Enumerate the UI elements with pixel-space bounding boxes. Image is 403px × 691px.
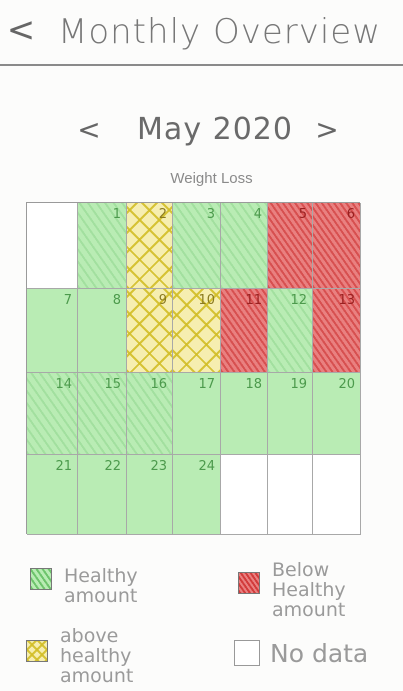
empty-day-cell: [27, 203, 78, 289]
day-number: 22: [104, 459, 121, 474]
empty-day-cell: [313, 455, 361, 535]
day-cell-1[interactable]: 1: [78, 203, 127, 289]
above-swatch: [26, 640, 48, 662]
next-month-button[interactable]: >: [315, 113, 339, 146]
legend-healthy-label: Healthy amount: [64, 565, 138, 607]
day-cell-18[interactable]: 18: [221, 373, 268, 455]
day-number: 9: [158, 293, 167, 308]
day-number: 1: [112, 207, 121, 222]
day-number: 3: [206, 207, 215, 222]
day-cell-22[interactable]: 22: [78, 455, 127, 535]
header-bar: < Monthly Overview: [0, 0, 403, 66]
day-number: 8: [112, 293, 121, 308]
day-cell-19[interactable]: 19: [268, 373, 313, 455]
day-cell-12[interactable]: 12: [268, 289, 313, 373]
day-number: 24: [198, 459, 215, 474]
day-number: 12: [290, 293, 307, 308]
day-number: 18: [245, 377, 262, 392]
day-number: 21: [55, 459, 72, 474]
day-number: 20: [338, 377, 355, 392]
day-number: 6: [346, 207, 355, 222]
healthy-swatch: [30, 568, 52, 590]
day-number: 13: [338, 293, 355, 308]
nodata-swatch: [234, 640, 260, 666]
day-number: 15: [104, 377, 121, 392]
day-cell-17[interactable]: 17: [173, 373, 221, 455]
day-cell-10[interactable]: 10: [173, 289, 221, 373]
day-cell-14[interactable]: 14: [27, 373, 78, 455]
empty-day-cell: [268, 455, 313, 535]
day-cell-15[interactable]: 15: [78, 373, 127, 455]
day-cell-16[interactable]: 16: [127, 373, 173, 455]
empty-day-cell: [221, 455, 268, 535]
legend-nodata-label: No data: [270, 639, 369, 668]
page-title: Monthly Overview: [58, 12, 382, 52]
day-number: 19: [290, 377, 307, 392]
month-label: May 2020: [137, 112, 293, 147]
back-button[interactable]: <: [6, 10, 36, 50]
day-cell-11[interactable]: 11: [221, 289, 268, 373]
day-number: 4: [253, 207, 262, 222]
day-cell-21[interactable]: 21: [27, 455, 78, 535]
day-number: 5: [298, 207, 307, 222]
tracking-subtitle: Weight Loss: [170, 170, 253, 187]
day-cell-20[interactable]: 20: [313, 373, 361, 455]
day-cell-24[interactable]: 24: [173, 455, 221, 535]
day-number: 17: [198, 377, 215, 392]
day-cell-23[interactable]: 23: [127, 455, 173, 535]
day-cell-6[interactable]: 6: [313, 203, 361, 289]
day-cell-3[interactable]: 3: [173, 203, 221, 289]
month-navigation: < May 2020 >: [0, 112, 403, 152]
day-number: 23: [150, 459, 167, 474]
day-number: 14: [55, 377, 72, 392]
legend-above-label: above healthy amount: [60, 625, 134, 687]
day-cell-8[interactable]: 8: [78, 289, 127, 373]
day-number: 2: [158, 207, 167, 222]
day-cell-13[interactable]: 13: [313, 289, 361, 373]
day-cell-7[interactable]: 7: [27, 289, 78, 373]
day-cell-4[interactable]: 4: [221, 203, 268, 289]
day-number: 7: [63, 293, 72, 308]
legend-below-label: Below Healthy amount: [272, 559, 346, 621]
day-number: 10: [198, 293, 215, 308]
below-swatch: [238, 572, 260, 594]
day-number: 16: [150, 377, 167, 392]
day-cell-9[interactable]: 9: [127, 289, 173, 373]
day-cell-2[interactable]: 2: [127, 203, 173, 289]
day-cell-5[interactable]: 5: [268, 203, 313, 289]
day-number: 11: [245, 293, 262, 308]
prev-month-button[interactable]: <: [77, 113, 101, 146]
